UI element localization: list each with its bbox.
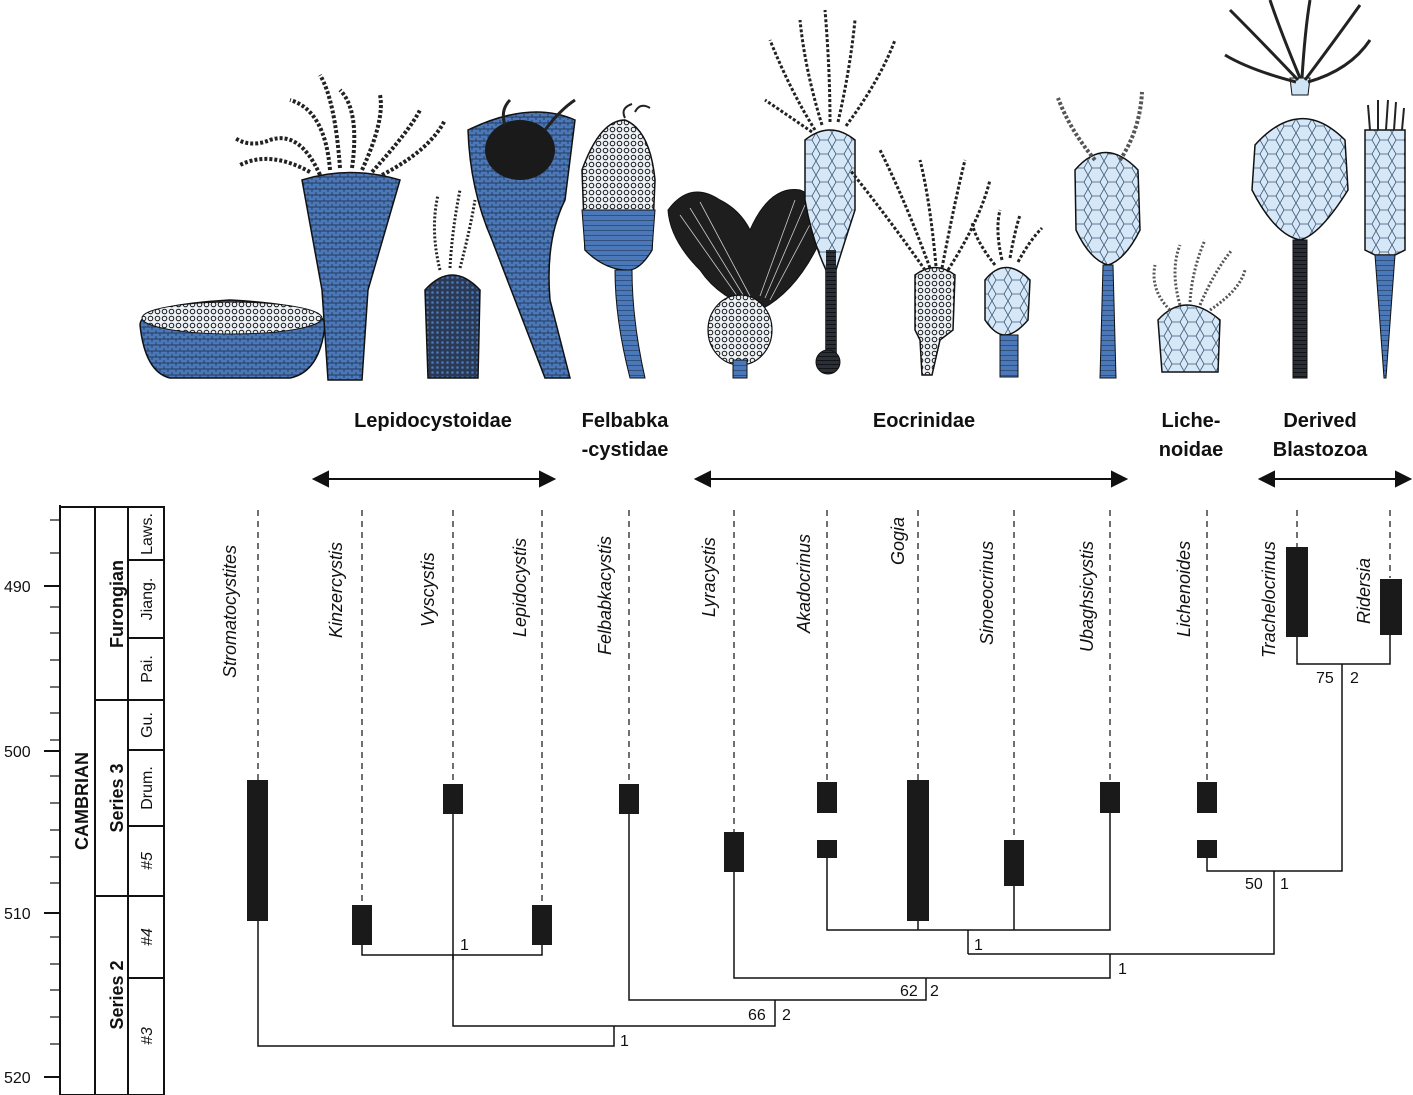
support-lichen-derived-a: 50 xyxy=(1245,876,1263,893)
support-kinzer-lepido: 1 xyxy=(460,937,469,954)
taxon-gogia: Gogia xyxy=(888,517,908,565)
time-axis: 490 500 510 520 xyxy=(4,505,61,1095)
kinzercystis-illustration xyxy=(233,73,447,381)
range-bar-sinoeocrinus xyxy=(1004,840,1024,886)
taxon-lepidocystis: Lepidocystis xyxy=(510,538,530,637)
stage-5: #5 xyxy=(139,852,156,870)
taxon-sinoeocrinus: Sinoeocrinus xyxy=(977,541,997,645)
taxon-ubaghsicystis: Ubaghsicystis xyxy=(1077,541,1097,652)
support-root: 1 xyxy=(620,1033,629,1050)
sinoeocrinus-illustration xyxy=(970,209,1044,378)
taxon-akadocrinus: Akadocrinus xyxy=(794,534,814,634)
stratigraphic-column xyxy=(59,506,165,1095)
range-bar-stromatocystites xyxy=(247,780,268,921)
tick-490: 490 xyxy=(4,579,31,596)
group-label-lichen-2: noidae xyxy=(1159,439,1223,461)
group-label-derived-1: Derived xyxy=(1283,410,1356,432)
tree-branches xyxy=(257,635,1391,1047)
taxon-lichenoides: Lichenoides xyxy=(1174,541,1194,637)
felbabkacystis-illustration xyxy=(581,103,656,379)
range-bar-ridersia xyxy=(1380,579,1402,635)
akadocrinus-illustration xyxy=(764,9,897,375)
support-lichen-derived-b: 1 xyxy=(1280,876,1289,893)
support-vys-a: 66 xyxy=(748,1007,766,1024)
gogia-illustration xyxy=(848,149,992,376)
stage-jiang: Jiang. xyxy=(139,578,156,621)
ghost-lineages xyxy=(257,510,1391,905)
taxon-kinzercystis: Kinzercystis xyxy=(326,542,346,638)
arrow-head-right-2 xyxy=(1111,470,1129,488)
series-2: Series 2 xyxy=(107,960,127,1029)
series-3: Series 3 xyxy=(107,763,127,832)
stage-laws: Laws. xyxy=(139,513,156,555)
major-ticks xyxy=(44,585,60,1078)
taxon-trachelocrinus: Trachelocrinus xyxy=(1259,541,1279,658)
range-bar-gogia xyxy=(907,780,929,921)
taxon-ridersia: Ridersia xyxy=(1354,558,1374,624)
taxon-stromatocystites: Stromatocystites xyxy=(220,545,240,678)
tick-520: 520 xyxy=(4,1070,31,1087)
trachelocrinus-illustration xyxy=(1224,0,1372,379)
stromatocystites-illustration xyxy=(139,299,326,379)
tick-510: 510 xyxy=(4,906,31,923)
range-bar-lyracystis xyxy=(724,832,744,872)
ubaghsicystis-illustration xyxy=(1056,91,1144,379)
support-sino-group: 1 xyxy=(974,937,983,954)
group-label-felbabka-2: -cystidae xyxy=(582,439,669,461)
ridersia-illustration xyxy=(1364,99,1406,379)
range-bar-kinzercystis xyxy=(352,905,372,945)
group-label-felbabka-1: Felbabka xyxy=(582,410,670,432)
arrow-head-right-1 xyxy=(539,470,557,488)
group-label-lichen-1: Liche- xyxy=(1162,410,1221,432)
range-bar-lichenoides-1 xyxy=(1197,782,1217,813)
support-felb-eocrin-b: 2 xyxy=(930,983,939,1000)
support-felb-eocrin-a: 62 xyxy=(900,983,918,1000)
range-bar-ubaghsicystis xyxy=(1100,782,1120,813)
arrow-head-left-3 xyxy=(1257,470,1275,488)
range-bar-felbabkacystis xyxy=(619,784,639,814)
range-bar-lichenoides-2 xyxy=(1197,840,1217,858)
stage-pai: Pai. xyxy=(139,655,156,683)
taxon-lyracystis: Lyracystis xyxy=(699,537,719,617)
range-bar-vyscystis xyxy=(443,784,463,814)
range-bar-akadocrinus-2 xyxy=(817,840,837,858)
taxon-vyscystis: Vyscystis xyxy=(418,552,438,627)
system-label: CAMBRIAN xyxy=(72,752,92,850)
taxon-felbabkacystis: Felbabkacystis xyxy=(595,536,615,655)
group-label-derived-2: Blastozoa xyxy=(1273,439,1368,461)
minor-ticks xyxy=(50,519,60,1045)
lichenoides-illustration xyxy=(1152,239,1247,373)
series-furongian: Furongian xyxy=(107,560,127,648)
group-label-lepidocystoidae: Lepidocystoidae xyxy=(354,410,512,432)
stage-4: #4 xyxy=(139,928,156,946)
support-eocrin-lichen: 1 xyxy=(1118,961,1127,978)
range-bar-trachelocrinus xyxy=(1286,547,1308,637)
lyracystis-illustration xyxy=(667,189,826,379)
range-bar-lepidocystis xyxy=(532,905,552,945)
group-label-eocrinidae: Eocrinidae xyxy=(873,410,975,432)
tick-500: 500 xyxy=(4,744,31,761)
support-trach-rider-a: 75 xyxy=(1316,670,1334,687)
stage-drum: Drum. xyxy=(139,766,156,810)
support-vys-b: 2 xyxy=(782,1007,791,1024)
group-arrows xyxy=(311,470,1413,488)
stage-3: #3 xyxy=(139,1027,156,1045)
arrow-head-left-1 xyxy=(311,470,329,488)
arrow-head-left-2 xyxy=(693,470,711,488)
arrow-head-right-3 xyxy=(1395,470,1413,488)
range-bars xyxy=(247,547,1402,945)
range-bar-akadocrinus-1 xyxy=(817,782,837,813)
lepidocystis-illustration xyxy=(467,98,576,379)
vyscystis-illustration xyxy=(424,189,481,379)
stage-gu: Gu. xyxy=(139,712,156,738)
support-trach-rider-b: 2 xyxy=(1350,670,1359,687)
